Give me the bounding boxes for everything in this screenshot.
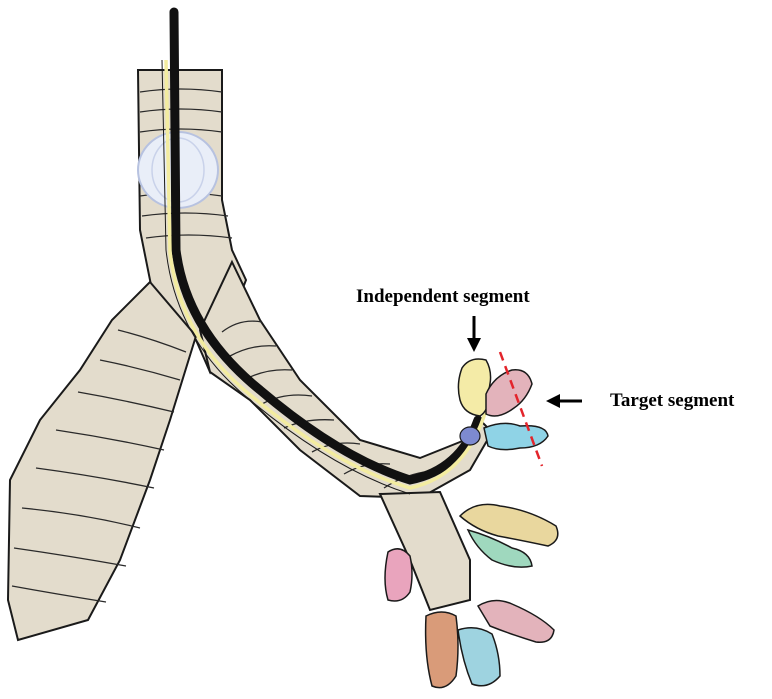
target-segment (486, 370, 532, 416)
arrow-down-icon (467, 316, 481, 352)
orange-segment (426, 612, 458, 688)
right-main-bronchus (8, 282, 196, 640)
target-segment-label: Target segment (610, 390, 734, 412)
teal-segment (458, 628, 500, 686)
rose-segment (385, 549, 412, 601)
cyan-segment (484, 423, 548, 449)
blue-segment (460, 427, 480, 445)
independent-segment-label: Independent segment (356, 286, 530, 308)
arrow-left-icon (546, 394, 582, 408)
